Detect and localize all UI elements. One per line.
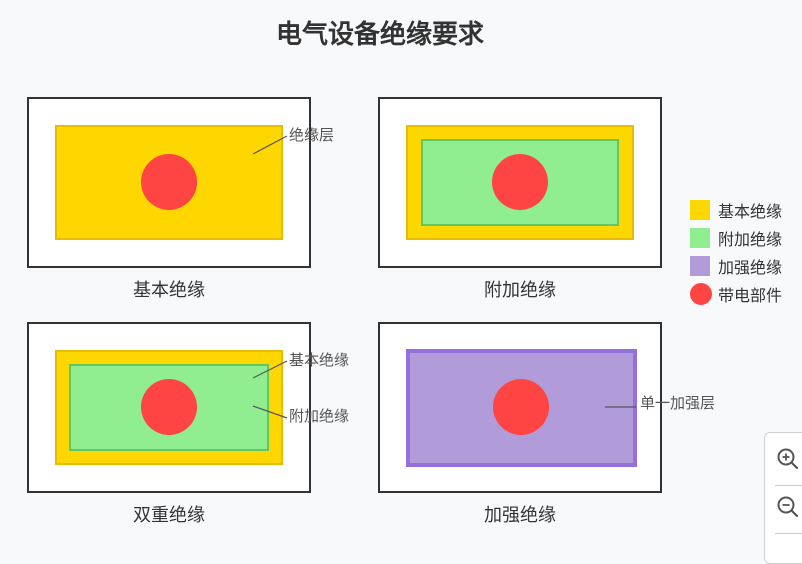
panel-caption-basic: 基本绝缘 bbox=[133, 280, 205, 301]
legend-swatch-reinforced bbox=[690, 256, 710, 276]
legend-label: 加强绝缘 bbox=[718, 258, 783, 277]
reinforced-insulation-layer bbox=[406, 349, 637, 467]
panel-auxiliary-insulation bbox=[378, 97, 662, 268]
leader-line-insulation-layer bbox=[252, 135, 288, 155]
zoom-out-icon[interactable] bbox=[775, 494, 801, 520]
legend-label: 带电部件 bbox=[718, 286, 783, 305]
panel-caption-reinforced: 加强绝缘 bbox=[484, 505, 556, 526]
leader-line-basic-insulation bbox=[252, 360, 288, 379]
panel-double-insulation bbox=[27, 322, 311, 493]
panel-caption-auxiliary: 附加绝缘 bbox=[484, 280, 556, 301]
live-part bbox=[141, 154, 197, 210]
zoom-separator bbox=[775, 485, 802, 486]
legend-label: 基本绝缘 bbox=[718, 202, 783, 221]
live-part bbox=[141, 379, 197, 435]
annotation-leader-lines bbox=[252, 135, 636, 419]
legend-swatch-auxiliary bbox=[690, 228, 710, 248]
legend-swatch-basic bbox=[690, 200, 710, 220]
legend-item-reinforced: 加强绝缘 bbox=[690, 252, 782, 280]
zoom-in-icon[interactable] bbox=[775, 446, 801, 472]
leader-line-auxiliary-insulation bbox=[252, 405, 288, 419]
legend: 基本绝缘 附加绝缘 加强绝缘 带电部件 bbox=[690, 196, 782, 308]
diagram-title: 电气设备绝缘要求 bbox=[275, 20, 484, 50]
zoom-separator bbox=[775, 533, 802, 534]
annotation-auxiliary-insulation: 附加绝缘 bbox=[289, 407, 350, 425]
zoom-controls bbox=[764, 432, 802, 564]
annotation-single-reinforced-layer: 单一加强层 bbox=[640, 394, 716, 412]
legend-item-basic: 基本绝缘 bbox=[690, 196, 782, 224]
live-part bbox=[492, 154, 548, 210]
legend-swatch-live-part bbox=[690, 283, 712, 305]
live-part bbox=[493, 379, 549, 435]
legend-item-auxiliary: 附加绝缘 bbox=[690, 224, 782, 252]
legend-item-live-part: 带电部件 bbox=[690, 280, 782, 308]
annotation-insulation-layer: 绝缘层 bbox=[289, 126, 335, 144]
annotation-basic-insulation: 基本绝缘 bbox=[289, 351, 350, 369]
legend-label: 附加绝缘 bbox=[718, 230, 783, 249]
panel-caption-double: 双重绝缘 bbox=[133, 505, 205, 526]
panel-basic-insulation bbox=[27, 97, 311, 268]
